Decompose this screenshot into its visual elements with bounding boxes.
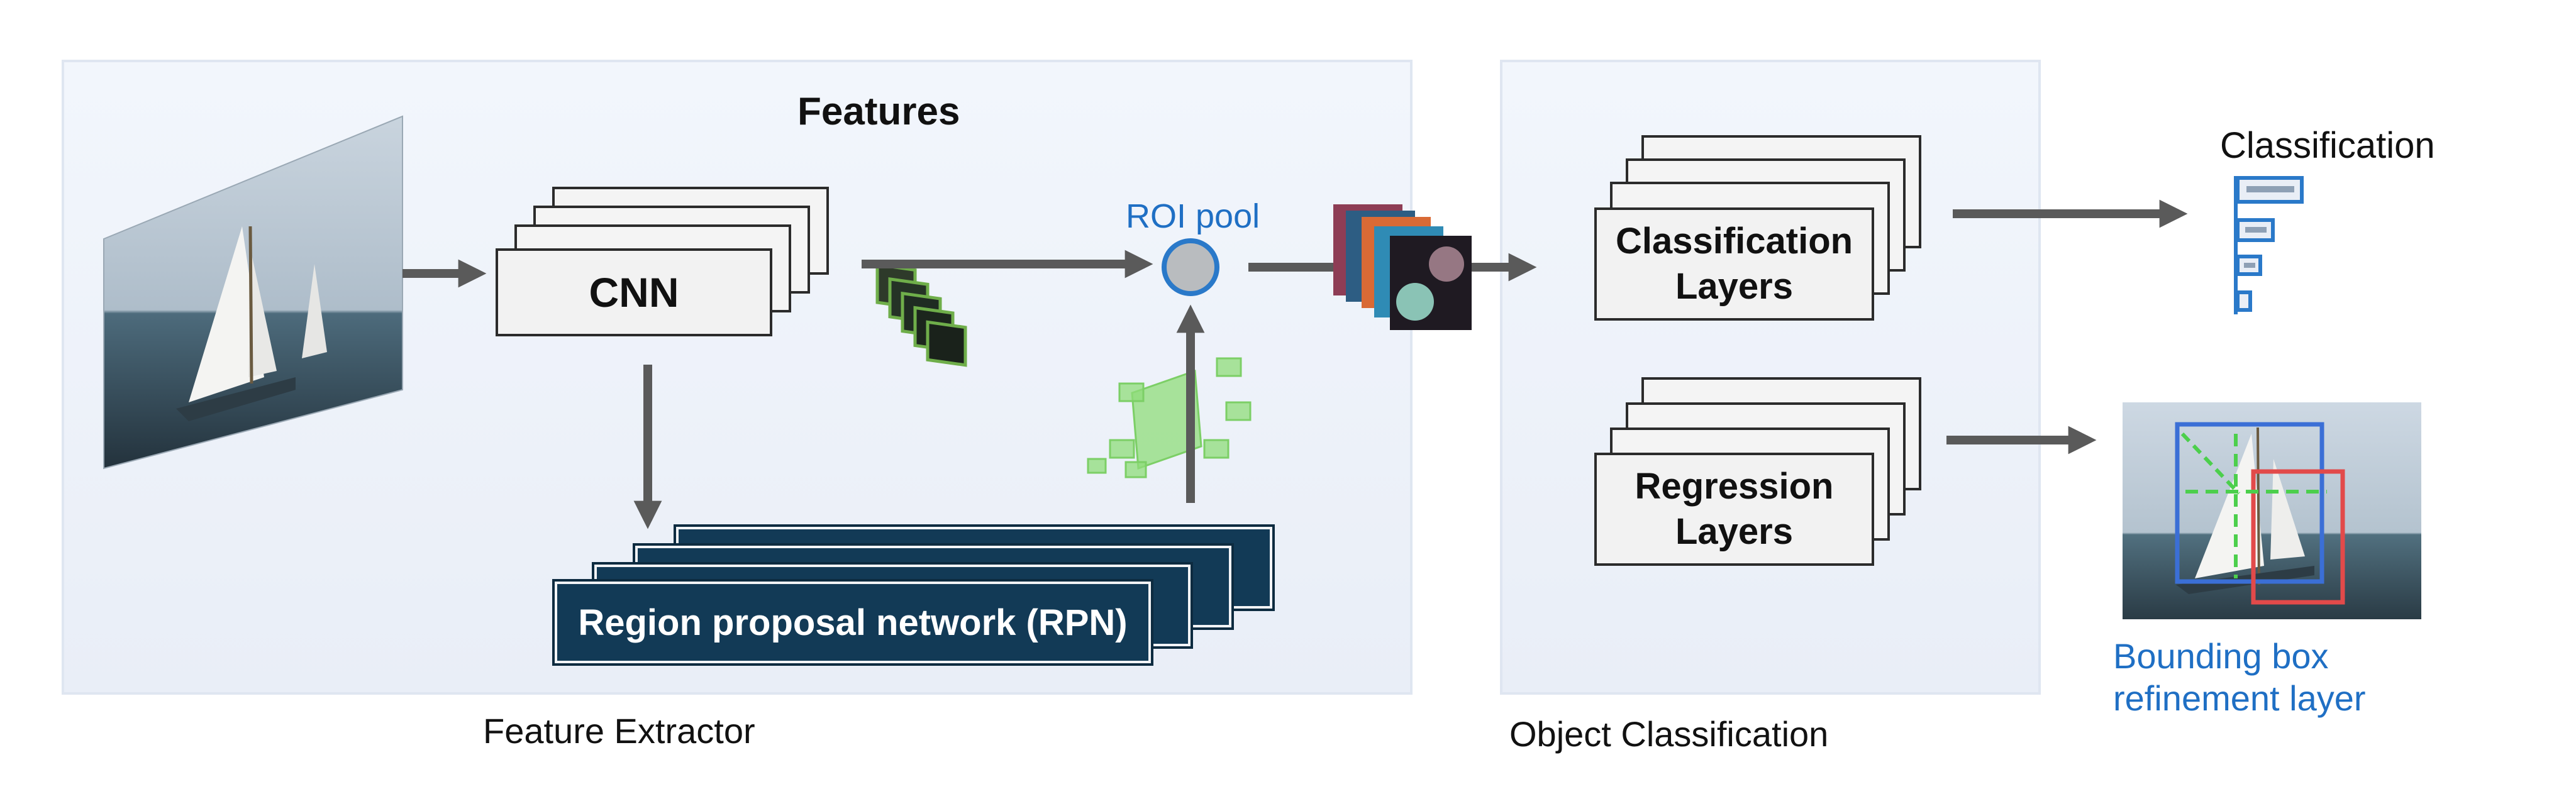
pooled-features-icon bbox=[1333, 204, 1472, 330]
cnn-block: CNN bbox=[496, 248, 772, 336]
classification-histogram-icon bbox=[2234, 176, 2304, 314]
features-label: Features bbox=[797, 90, 960, 133]
rpn-label: Region proposal network (RPN) bbox=[578, 602, 1128, 643]
cnn-label: CNN bbox=[589, 268, 679, 316]
bbox-output-image bbox=[2123, 402, 2421, 619]
object-classification-caption: Object Classification bbox=[1509, 714, 1829, 754]
classification-output-label: Classification bbox=[2220, 125, 2435, 166]
roi-pool-icon bbox=[1162, 238, 1219, 296]
classification-layers-label: Classification Layers bbox=[1615, 220, 1853, 307]
regression-layers-label: Regression Layers bbox=[1635, 465, 1834, 553]
roi-pool-label: ROI pool bbox=[1126, 197, 1260, 235]
feature-maps-icon bbox=[875, 263, 967, 367]
classification-layers-block: Classification Layers bbox=[1594, 207, 1874, 321]
feature-extractor-caption: Feature Extractor bbox=[483, 711, 755, 751]
bbox-refinement-label: Bounding box refinement layer bbox=[2113, 636, 2366, 719]
input-sailboat-image bbox=[103, 115, 403, 470]
region-proposals-icon bbox=[1087, 357, 1252, 478]
rpn-block: Region proposal network (RPN) bbox=[555, 582, 1151, 663]
regression-layers-block: Regression Layers bbox=[1594, 453, 1874, 566]
